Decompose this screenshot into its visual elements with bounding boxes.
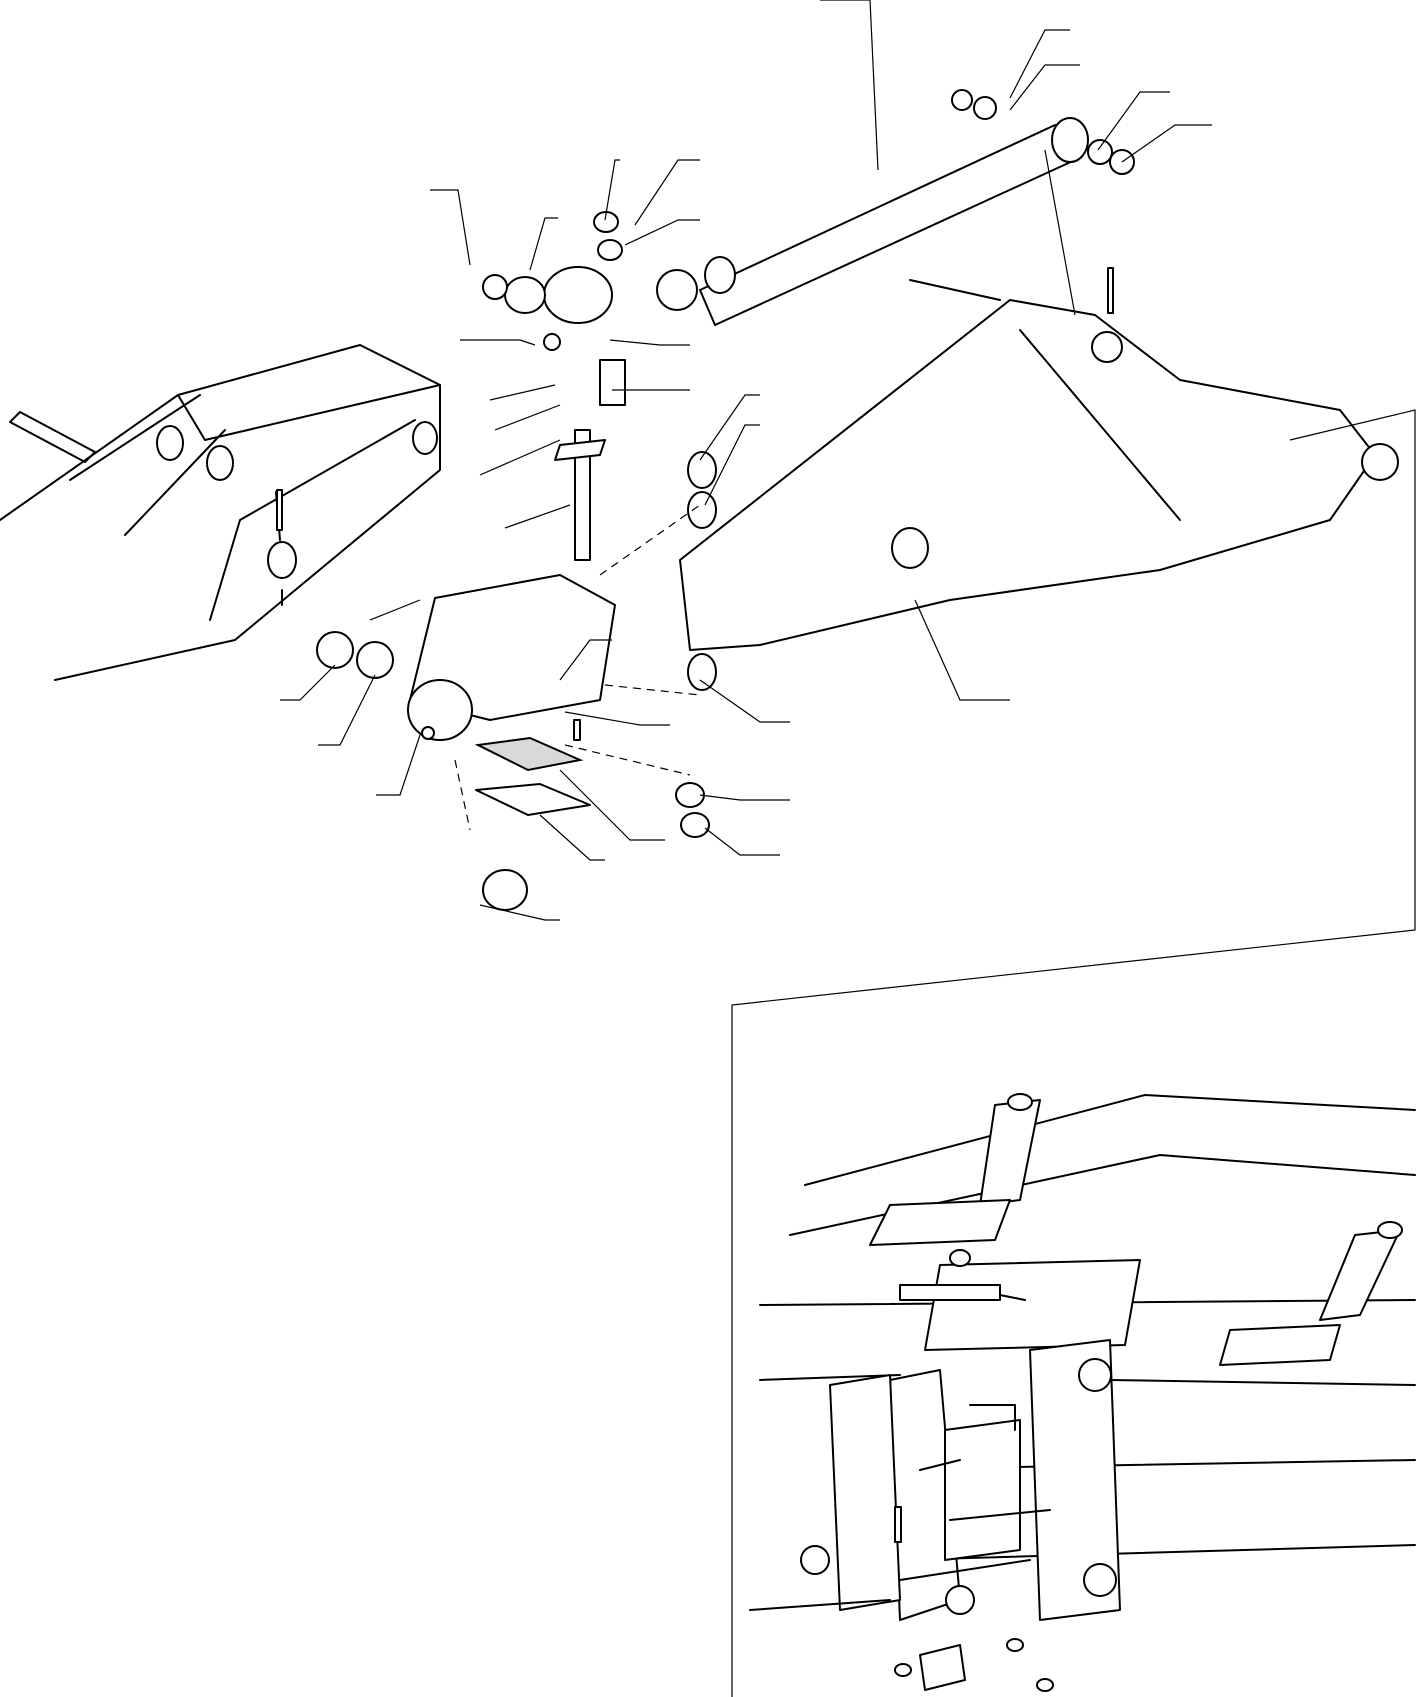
frame-section-left	[0, 345, 440, 680]
hydraulic-cylinder	[657, 90, 1134, 325]
leader-lines	[280, 0, 1212, 920]
loader-arm	[680, 280, 1398, 690]
inset-panel-border	[732, 410, 1415, 1697]
construction-lines	[455, 150, 1075, 830]
small-hardware	[277, 268, 1113, 1542]
inset-machine-view	[750, 1094, 1415, 1691]
pivot-bracket	[317, 212, 709, 910]
